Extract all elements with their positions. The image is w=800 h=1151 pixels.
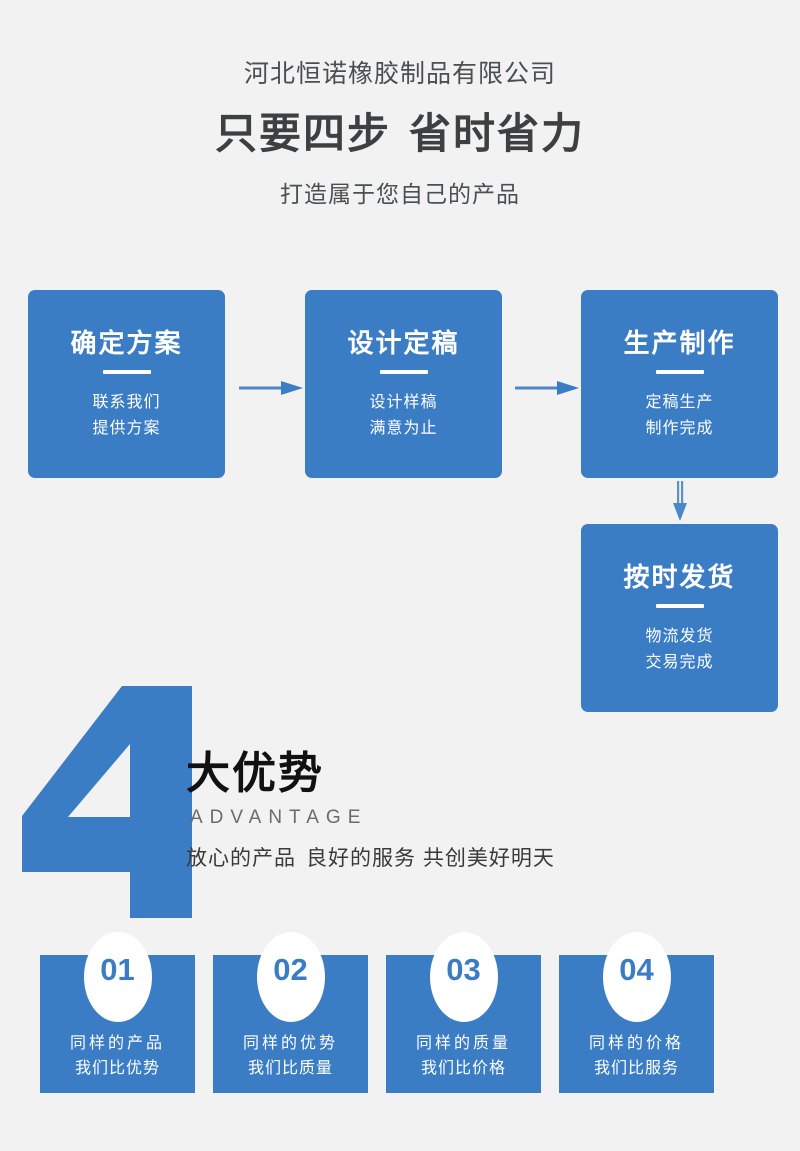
advantage-card-03: 03 同样的质量 我们比价格: [386, 932, 541, 1093]
page-header: 河北恒诺橡胶制品有限公司 只要四步省时省力 打造属于您自己的产品: [0, 0, 800, 206]
card-03-text: 同样的质量 我们比价格: [386, 1031, 541, 1081]
card-04-line2: 我们比服务: [593, 1060, 679, 1077]
advantage-tagline-part2: 良好的服务 共创美好明天: [306, 847, 555, 870]
card-04-number: 04: [619, 951, 654, 987]
step-2-divider: [379, 370, 428, 374]
card-02-line1: 同样的优势: [242, 1035, 338, 1052]
arrow-right-icon: [515, 380, 579, 396]
card-04-text: 同样的价格 我们比服务: [559, 1031, 714, 1081]
process-flow: 确定方案 联系我们 提供方案 设计定稿 设计样稿 满意为止 生产制作 定稿生产 …: [28, 290, 778, 712]
advantage-title-cn: 大优势: [186, 749, 324, 798]
step-4-divider: [655, 604, 704, 608]
advantage-heading-block: 大优势 ADVANTAGE 放心的产品良好的服务 共创美好明天: [0, 686, 800, 930]
step-3-subtext: 定稿生产 制作完成: [645, 390, 713, 442]
card-02-text: 同样的优势 我们比质量: [213, 1031, 368, 1081]
card-04-number-badge: 04: [602, 932, 671, 1022]
step-1-subtext: 联系我们 提供方案: [92, 390, 160, 442]
step-3-subtext-line2: 制作完成: [645, 420, 714, 437]
process-step-3: 生产制作 定稿生产 制作完成: [581, 290, 778, 478]
card-01-number-badge: 01: [83, 932, 152, 1022]
advantage-card-02: 02 同样的优势 我们比质量: [213, 932, 368, 1093]
headline-part2: 省时省力: [409, 110, 586, 157]
arrow-down-icon: [672, 481, 688, 521]
step-1-title: 确定方案: [70, 328, 183, 358]
advantage-card-04: 04 同样的价格 我们比服务: [559, 932, 714, 1093]
step-1-divider: [102, 370, 151, 374]
step-3-divider: [655, 370, 704, 374]
card-03-line1: 同样的质量: [415, 1035, 511, 1052]
card-01-number: 01: [100, 951, 135, 987]
step-3-subtext-line1: 定稿生产: [645, 394, 714, 411]
card-02-number-badge: 02: [256, 932, 325, 1022]
advantage-card-01: 01 同样的产品 我们比优势: [40, 932, 195, 1093]
step-4-subtext-line1: 物流发货: [645, 628, 714, 645]
company-name: 河北恒诺橡胶制品有限公司: [243, 60, 556, 88]
step-1-subtext-line1: 联系我们: [92, 394, 161, 411]
arrow-right-icon: [239, 380, 303, 396]
process-step-2: 设计定稿 设计样稿 满意为止: [305, 290, 502, 478]
process-step-4: 按时发货 物流发货 交易完成: [581, 524, 778, 712]
step-2-subtext-line2: 满意为止: [369, 420, 438, 437]
step-1-subtext-line2: 提供方案: [92, 420, 161, 437]
advantage-tagline: 放心的产品良好的服务 共创美好明天: [186, 848, 555, 869]
card-03-line2: 我们比价格: [420, 1060, 506, 1077]
card-01-text: 同样的产品 我们比优势: [40, 1031, 195, 1081]
advantage-title-en: ADVANTAGE: [190, 807, 368, 828]
step-2-subtext-line1: 设计样稿: [369, 394, 438, 411]
headline-part1: 只要四步: [214, 110, 391, 157]
card-02-number: 02: [273, 951, 308, 987]
process-step-1: 确定方案 联系我们 提供方案: [28, 290, 225, 478]
step-2-subtext: 设计样稿 满意为止: [369, 390, 437, 442]
page-title: 只要四步省时省力: [0, 113, 800, 155]
step-4-subtext-line2: 交易完成: [645, 654, 714, 671]
page-subtitle: 打造属于您自己的产品: [280, 181, 520, 207]
card-01-line1: 同样的产品: [69, 1035, 165, 1052]
step-3-title: 生产制作: [623, 328, 736, 358]
card-03-number-badge: 03: [429, 932, 498, 1022]
card-03-number: 03: [446, 951, 481, 987]
advantage-big-number: [22, 686, 192, 918]
advantage-tagline-part1: 放心的产品: [186, 847, 296, 870]
card-04-line1: 同样的价格: [588, 1035, 684, 1052]
step-4-subtext: 物流发货 交易完成: [645, 624, 713, 676]
step-2-title: 设计定稿: [347, 328, 460, 358]
card-02-line2: 我们比质量: [247, 1060, 333, 1077]
step-4-title: 按时发货: [623, 562, 736, 592]
card-01-line2: 我们比优势: [74, 1060, 160, 1077]
